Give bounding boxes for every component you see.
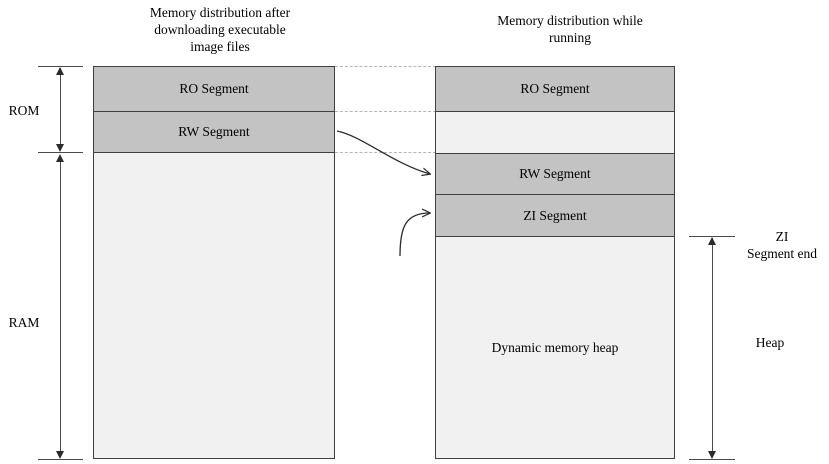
left-segment-ro-label: RO Segment (179, 81, 249, 96)
ram-tick-bottom (38, 459, 83, 460)
ram-arrowhead-bottom (56, 451, 64, 459)
right-segment-ro: RO Segment (436, 67, 674, 112)
rom-arrowhead-bottom (56, 144, 64, 152)
left-panel-title: Memory distribution after downloading ex… (149, 5, 291, 54)
rom-arrow-shaft (60, 68, 61, 150)
ram-arrow-shaft (60, 156, 61, 457)
left-segment-rw: RW Segment (94, 112, 334, 153)
left-segment-ro: RO Segment (94, 67, 334, 112)
right-segment-heap: Dynamic memory heap (436, 237, 674, 458)
heap-arrowhead-top (708, 237, 716, 245)
rom-arrowhead-top (56, 67, 64, 75)
right-segment-rw: RW Segment (436, 154, 674, 195)
heap-tick-top (689, 236, 735, 237)
rom-tick-bottom (38, 152, 83, 153)
right-segment-rw-label: RW Segment (519, 166, 591, 181)
guide-line-ro-bottom (335, 111, 436, 112)
guide-line-ro-top (335, 66, 436, 67)
heap-arrowhead-bottom (708, 451, 716, 459)
left-memory-column: RO Segment RW Segment (93, 66, 335, 459)
ram-arrowhead-top (56, 154, 64, 162)
guide-line-rw-bottom (335, 152, 436, 153)
right-segment-zi-label: ZI Segment (523, 207, 587, 223)
ram-label: RAM (8, 315, 40, 330)
zi-segment-end-label: ZI Segment end (746, 229, 818, 261)
right-panel-title: Memory distribution while running (497, 13, 643, 45)
heap-tick-bottom (689, 459, 735, 460)
right-segment-gap (436, 112, 674, 154)
heap-arrow-shaft (712, 238, 713, 457)
right-memory-column: RO Segment RW Segment ZI Segment Dynamic… (435, 66, 675, 459)
heap-label: Heap (755, 335, 785, 350)
right-segment-zi: ZI Segment (436, 195, 674, 237)
right-segment-heap-label: Dynamic memory heap (491, 339, 619, 355)
rom-tick-top (38, 66, 83, 67)
connector-zi-arrow (399, 213, 430, 257)
left-segment-rw-label: RW Segment (178, 124, 250, 139)
right-segment-ro-label: RO Segment (520, 81, 590, 96)
left-segment-free (94, 153, 334, 458)
rom-label: ROM (8, 103, 40, 118)
